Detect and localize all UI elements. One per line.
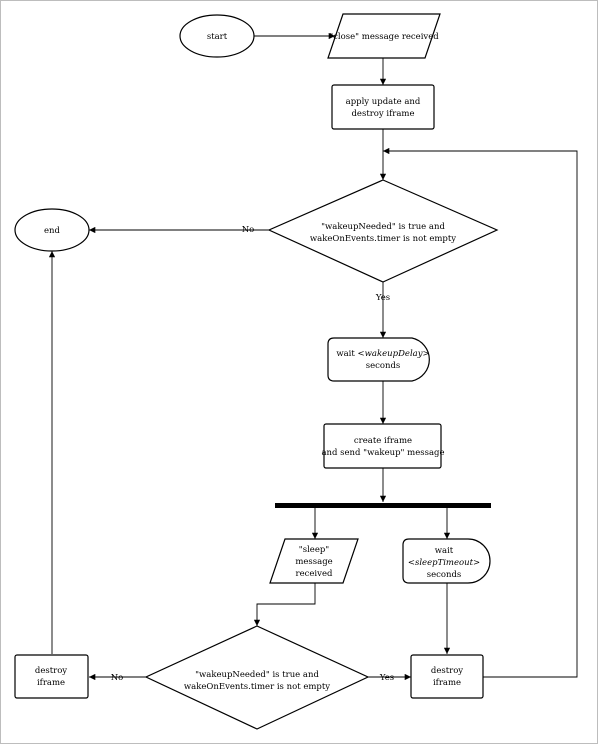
node-decision-top-line1: "wakeupNeeded" is true and: [321, 222, 445, 232]
edge-loop-back: [383, 147, 578, 678]
node-create-iframe: create iframe and send "wakeup" message: [321, 423, 445, 469]
node-wait-wakeup-line2: seconds: [366, 361, 401, 371]
node-decision-top-line2: wakeOnEvents.timer is not empty: [310, 234, 456, 244]
node-close-message: "close" message received: [327, 13, 441, 59]
node-wait-sleep-line1: wait: [435, 546, 454, 556]
node-destroy-right: destroy iframe: [410, 654, 484, 699]
node-create-iframe-line2: and send "wakeup" message: [321, 448, 444, 458]
node-apply-update-line1: apply update and: [346, 97, 421, 107]
node-destroy-left-line1: destroy: [35, 666, 67, 676]
node-start-label: start: [207, 32, 228, 42]
edge-label-top-no: No: [242, 225, 255, 235]
node-sleep-message-line3: received: [296, 569, 333, 579]
node-wait-sleep: wait <sleepTimeout> seconds: [402, 538, 491, 584]
node-destroy-left-line2: iframe: [37, 678, 65, 688]
node-close-message-label: "close" message received: [329, 32, 439, 42]
node-sleep-message-line2: message: [295, 557, 332, 567]
connectors: [48, 32, 578, 681]
node-decision-top: "wakeupNeeded" is true and wakeOnEvents.…: [267, 179, 499, 283]
node-wait-wakeup-line1: wait <wakeupDelay>: [336, 349, 429, 359]
edge-label-bottom-no: No: [111, 673, 124, 683]
node-sleep-message: "sleep" message received: [269, 538, 359, 584]
node-wait-wakeup: wait <wakeupDelay> seconds: [327, 337, 430, 382]
node-decision-bottom: "wakeupNeeded" is true and wakeOnEvents.…: [144, 625, 370, 730]
edge-label-top-yes: Yes: [375, 293, 390, 303]
node-decision-bottom-line1: "wakeupNeeded" is true and: [195, 670, 319, 680]
node-decision-bottom-line2: wakeOnEvents.timer is not empty: [184, 682, 330, 692]
edge-label-bottom-yes: Yes: [379, 673, 394, 683]
fork-bar: [275, 503, 491, 508]
node-wait-sleep-line2: <sleepTimeout>: [408, 558, 480, 568]
node-apply-update: apply update and destroy iframe: [331, 84, 435, 130]
node-destroy-right-line1: destroy: [431, 666, 463, 676]
node-sleep-message-line1: "sleep": [299, 545, 329, 555]
node-wait-sleep-line3: seconds: [427, 570, 462, 580]
node-end-label: end: [44, 226, 61, 236]
node-destroy-left: destroy iframe: [14, 654, 89, 699]
node-destroy-right-line2: iframe: [433, 678, 461, 688]
node-apply-update-line2: destroy iframe: [351, 109, 414, 119]
node-start: start: [179, 14, 255, 58]
node-create-iframe-line1: create iframe: [354, 436, 412, 446]
edge-sleep-to-decision2: [253, 583, 316, 626]
node-end: end: [14, 208, 90, 252]
